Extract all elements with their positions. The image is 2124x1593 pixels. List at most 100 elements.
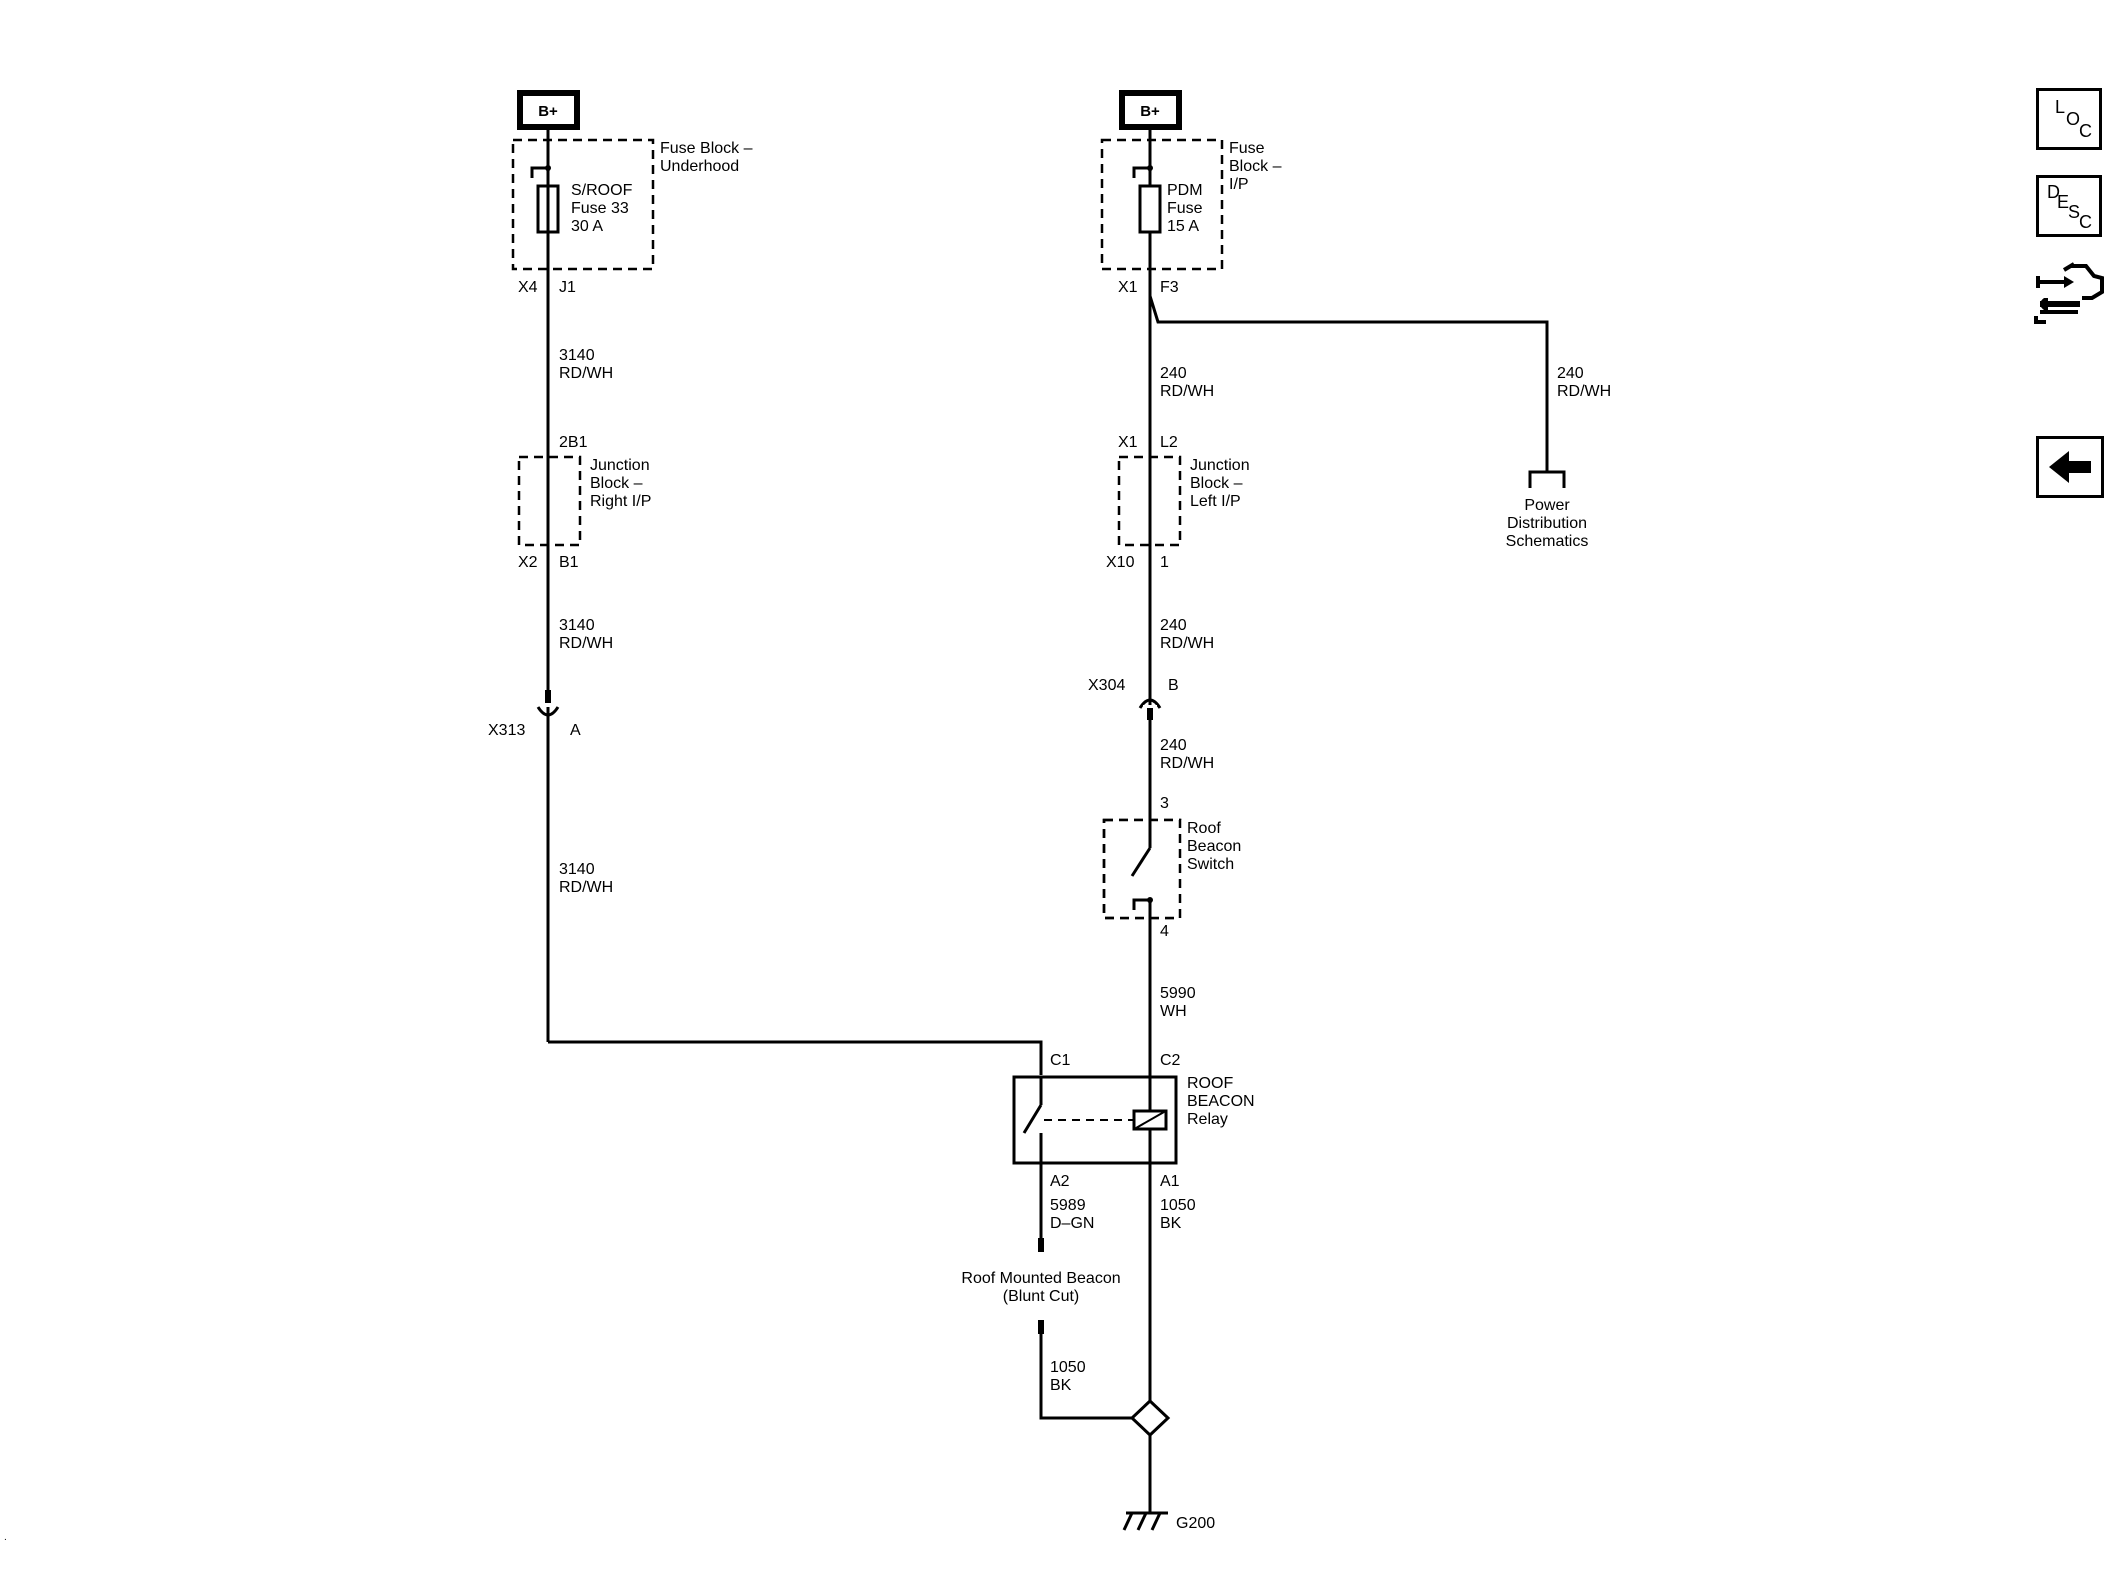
- roof-beacon-switch-label-2: Beacon: [1187, 838, 1241, 855]
- wire-240-color-2: RD/WH: [1160, 635, 1214, 652]
- wire-240-color-1: RD/WH: [1160, 383, 1214, 400]
- wire-240-number-3: 240: [1160, 737, 1187, 754]
- connector-b: B: [1168, 677, 1179, 694]
- sroof-fuse-label-1: S/ROOF: [571, 182, 633, 199]
- connector-service-button[interactable]: [2034, 258, 2106, 330]
- wire-3140-number-3: 3140: [559, 861, 595, 878]
- connector-b1: B1: [559, 554, 579, 571]
- junction-right-label-1: Junction: [590, 457, 650, 474]
- loc-letter-c: C: [2079, 121, 2092, 141]
- wire-3140-number-1: 3140: [559, 347, 595, 364]
- bplus-left-label: B+: [538, 103, 558, 120]
- connector-x313: X313: [488, 722, 525, 739]
- connector-x1-top: X1: [1118, 279, 1138, 296]
- junction-block-left-ip: [1117, 455, 1182, 547]
- fuse-block-underhood-label-2: Underhood: [660, 158, 739, 175]
- wire-240-number-1: 240: [1160, 365, 1187, 382]
- fuse-block-underhood-label-1: Fuse Block –: [660, 140, 753, 157]
- margin-mark: .: [4, 1532, 7, 1543]
- ground-splice: [1129, 1398, 1171, 1438]
- roof-mounted-beacon-label-1: Roof Mounted Beacon: [961, 1270, 1120, 1287]
- power-dist-label-2: Distribution: [1507, 515, 1587, 532]
- location-button[interactable]: L O C: [2036, 88, 2102, 150]
- back-button[interactable]: [2036, 436, 2104, 498]
- connector-f3: F3: [1160, 279, 1179, 296]
- roof-mounted-beacon-label-2: (Blunt Cut): [1003, 1288, 1079, 1305]
- right-circuit: B+ Fuse Block – I/P PDM Fuse 15 A X1 F3 …: [1088, 90, 1611, 1418]
- desc-letter-d: D: [2047, 182, 2060, 202]
- desc-letter-c: C: [2079, 212, 2092, 232]
- connector-x10: X10: [1106, 554, 1135, 571]
- ground-icon: [1122, 1511, 1168, 1531]
- pdm-fuse-label-1: PDM: [1167, 182, 1203, 199]
- connector-1: 1: [1160, 554, 1169, 571]
- pdm-fuse-label-3: 15 A: [1167, 218, 1199, 235]
- wire-3140-color-1: RD/WH: [559, 365, 613, 382]
- junction-left-label-1: Junction: [1190, 457, 1250, 474]
- roof-beacon-relay: C1 C2 ROOF BEACON Relay A2 A1: [1012, 1052, 1255, 1190]
- connector-c1: C1: [1050, 1052, 1071, 1069]
- description-button[interactable]: D E S C: [2036, 175, 2102, 237]
- bplus-right-label: B+: [1140, 103, 1160, 120]
- connector-x1-mid: X1: [1118, 434, 1138, 451]
- bplus-right-box: [1119, 90, 1182, 130]
- sroof-fuse-label-2: Fuse 33: [571, 200, 629, 217]
- wire-5990-color: WH: [1160, 1003, 1187, 1020]
- wire-3140-color-3: RD/WH: [559, 879, 613, 896]
- power-dist-label-3: Schematics: [1506, 533, 1589, 550]
- connector-x304: X304: [1088, 677, 1125, 694]
- wire-1050-a1-number: 1050: [1160, 1197, 1196, 1214]
- junction-right-label-3: Right I/P: [590, 493, 651, 510]
- connector-c2: C2: [1160, 1052, 1181, 1069]
- connector-j1: J1: [559, 279, 576, 296]
- wire-240-color-3: RD/WH: [1160, 755, 1214, 772]
- connector-3: 3: [1160, 795, 1169, 812]
- wire-3140-color-2: RD/WH: [559, 635, 613, 652]
- connector-a: A: [570, 722, 581, 739]
- wire-5989-number: 5989: [1050, 1197, 1086, 1214]
- connector-2b1: 2B1: [559, 434, 588, 451]
- wire-5990-number: 5990: [1160, 985, 1196, 1002]
- wire-1050-beacon-number: 1050: [1050, 1359, 1086, 1376]
- loc-letter-l: L: [2055, 97, 2066, 117]
- fuse-block-underhood: [511, 138, 655, 271]
- relay-label-1: ROOF: [1187, 1075, 1233, 1092]
- fuse-block-ip-label-2: Block –: [1229, 158, 1282, 175]
- left-circuit: B+ Fuse Block – Underhood S/ROOF Fuse 33…: [488, 90, 1043, 1075]
- wire-1050-a1-color: BK: [1160, 1215, 1182, 1232]
- junction-block-right-ip: [517, 455, 582, 547]
- fuse-block-ip: [1100, 138, 1224, 271]
- relay-label-2: BEACON: [1187, 1093, 1255, 1110]
- connector-a1: A1: [1160, 1173, 1180, 1190]
- power-distribution-reference: [1528, 470, 1566, 488]
- wire-240-number-2: 240: [1160, 617, 1187, 634]
- pdm-fuse-label-2: Fuse: [1167, 200, 1203, 217]
- pdm-fuse-symbol: [1138, 184, 1162, 234]
- wire-1050-beacon-color: BK: [1050, 1377, 1072, 1394]
- wire-5989-color: D–GN: [1050, 1215, 1094, 1232]
- junction-left-label-3: Left I/P: [1190, 493, 1241, 510]
- roof-beacon-switch-label-3: Switch: [1187, 856, 1234, 873]
- connector-a2: A2: [1050, 1173, 1070, 1190]
- lower-section: 5989 D–GN 1050 BK Roof Mounted Beacon (B…: [961, 1163, 1215, 1532]
- connector-x4: X4: [518, 279, 538, 296]
- junction-right-label-2: Block –: [590, 475, 643, 492]
- fuse-block-ip-label-3: I/P: [1229, 176, 1249, 193]
- sroof-fuse-label-3: 30 A: [571, 218, 603, 235]
- connector-l2: L2: [1160, 434, 1178, 451]
- relay-label-3: Relay: [1187, 1111, 1228, 1128]
- connector-x2: X2: [518, 554, 538, 571]
- arrow-left-icon: [2049, 451, 2091, 483]
- wire-240-pd-number: 240: [1557, 365, 1584, 382]
- desc-letter-s: S: [2068, 202, 2081, 222]
- connector-tool-icon: [2034, 262, 2104, 324]
- roof-beacon-switch-label-1: Roof: [1187, 820, 1221, 837]
- loc-letter-o: O: [2066, 109, 2081, 129]
- ground-label: G200: [1176, 1515, 1215, 1532]
- desc-letter-e: E: [2057, 192, 2070, 212]
- wire-3140-number-2: 3140: [559, 617, 595, 634]
- power-dist-label-1: Power: [1524, 497, 1570, 514]
- fuse-block-ip-label-1: Fuse: [1229, 140, 1265, 157]
- connector-4: 4: [1160, 923, 1169, 940]
